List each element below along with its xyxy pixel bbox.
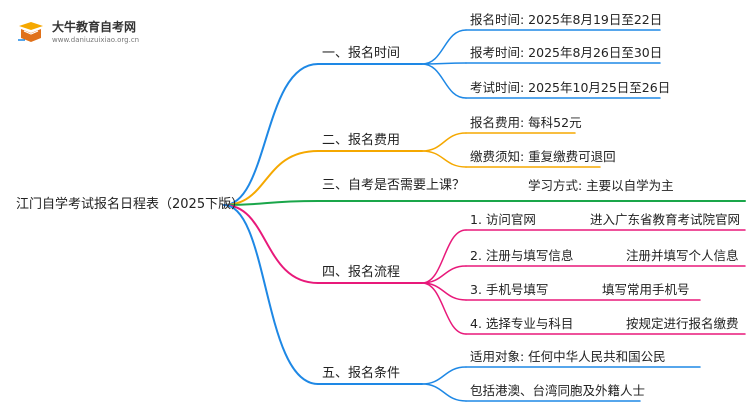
branch-3-label: 三、自考是否需要上课？ xyxy=(322,178,466,193)
book-logo-icon xyxy=(18,22,43,42)
branch-1-leaf-1: 报名时间: 2025年8月19日至22日 xyxy=(470,12,663,27)
branch-3-connector xyxy=(223,200,319,206)
branch-4-step-3: 3. 手机号填写 xyxy=(470,282,549,297)
branch-2-leaf-1-connector xyxy=(421,132,467,152)
logo-title: 大牛教育自考网 xyxy=(52,20,137,34)
branch-1-leaf-1-connector xyxy=(421,29,467,65)
branch-1-leaf-2: 报考时间: 2025年8月26日至30日 xyxy=(470,45,663,60)
branch-2-leaf-1: 报名费用: 每科52元 xyxy=(470,115,582,130)
branch-4-step-2-detail: 注册并填写个人信息 xyxy=(626,248,739,263)
branch-5-leaf-2-connector xyxy=(421,383,467,402)
branch-1-label: 一、报名时间 xyxy=(322,46,401,61)
branch-2-label: 二、报名费用 xyxy=(322,133,401,148)
logo: 大牛教育自考网 www.daniuzuixiao.org.cn xyxy=(16,16,156,50)
branch-4-leaf-2-connector xyxy=(421,265,467,284)
branch-5-leaf-1: 适用对象: 任何中华人民共和国公民 xyxy=(470,349,666,364)
branch-4-leaf-1-connector xyxy=(421,229,467,284)
branch-4-step-4-detail: 按规定进行报名缴费 xyxy=(626,316,739,331)
branch-4-step-1: 1. 访问官网 xyxy=(470,212,536,227)
branch-1-leaf-3-connector xyxy=(421,63,467,99)
logo-url: www.daniuzuixiao.org.cn xyxy=(52,36,140,44)
branch-5-connector xyxy=(223,204,319,385)
branch-4-step-3-detail: 填写常用手机号 xyxy=(602,282,690,297)
branch-3-leaf-1: 学习方式: 主要以自学为主 xyxy=(528,178,674,193)
branch-1-leaf-3: 考试时间: 2025年10月25日至26日 xyxy=(470,80,671,95)
branch-2-connector xyxy=(223,150,319,206)
branch-4-connector xyxy=(223,204,319,284)
branch-5-leaf-2: 包括港澳、台湾同胞及外籍人士 xyxy=(470,383,646,398)
branch-2-leaf-2: 缴费须知: 重复缴费可退回 xyxy=(470,149,616,164)
branch-5-leaf-1-connector xyxy=(421,366,467,385)
branch-1-connector xyxy=(223,63,319,206)
branch-4-label: 四、报名流程 xyxy=(322,265,401,280)
branch-5-label: 五、报名条件 xyxy=(322,366,401,381)
branch-4-step-2: 2. 注册与填写信息 xyxy=(470,248,574,263)
branch-4-step-1-detail: 进入广东省教育考试院官网 xyxy=(590,212,741,227)
branch-2-leaf-2-connector xyxy=(421,150,467,168)
branch-4-leaf-4-connector xyxy=(421,282,467,335)
branch-4-step-4: 4. 选择专业与科目 xyxy=(470,316,574,331)
root-title: 江门自学考试报名日程表（2025下版） xyxy=(16,197,245,212)
